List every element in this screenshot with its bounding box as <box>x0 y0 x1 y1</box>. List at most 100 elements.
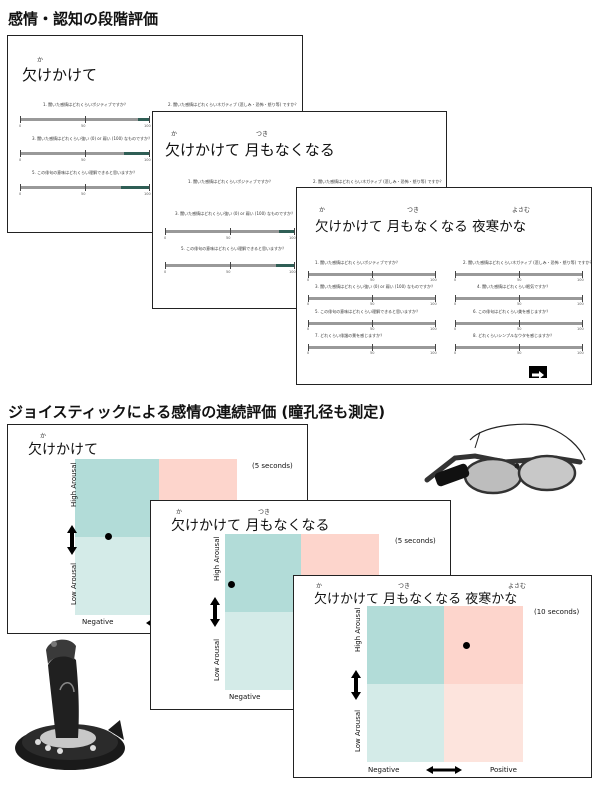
rating-slider[interactable] <box>20 184 150 191</box>
question-5: 5. この俳句の意味はどれくらい理解できると思いますか？ <box>315 309 421 314</box>
ruby-ka: か <box>40 433 47 440</box>
rating-slider[interactable] <box>455 295 583 302</box>
ruby-ka: か <box>171 131 178 138</box>
tick-min: 0 <box>454 302 457 306</box>
tick-min: 0 <box>307 302 310 306</box>
tick-max: 100 <box>430 302 437 306</box>
tick-min: 0 <box>454 327 457 331</box>
rating-slider[interactable] <box>308 295 436 302</box>
high-arousal-label: High Arousal <box>70 462 78 507</box>
duration-label: (5 seconds) <box>395 537 436 545</box>
rating-slider[interactable] <box>455 320 583 327</box>
ruby-ka: か <box>176 509 183 516</box>
high-arousal-label: High Arousal <box>354 607 362 652</box>
section2-title: ジョイスティックによる感情の連続評価 (瞳孔径も測定) <box>8 403 386 421</box>
tick-mid: 50 <box>517 327 522 331</box>
cursor-dot[interactable] <box>105 533 112 540</box>
tick-mid: 50 <box>226 236 231 240</box>
ruby-ka: か <box>316 583 323 590</box>
rating-slider[interactable] <box>455 344 583 351</box>
ruby-ka: か <box>319 207 326 214</box>
tick-max: 100 <box>577 278 584 282</box>
low-arousal-label: Low Arousal <box>213 638 221 681</box>
question-5: 5. この俳句の意味はどれくらい理解できると思いますか？ <box>32 170 138 175</box>
question-1: 1. 聞いた感情はどれくらいポジティブですか？ <box>188 179 273 184</box>
quadrant-low-negative <box>225 612 301 690</box>
ruby-ka: か <box>37 57 44 64</box>
right-arrow-icon <box>532 371 544 379</box>
section1-title: 感情・認知の段階評価 <box>8 10 159 28</box>
duration-label: (5 seconds) <box>252 462 293 470</box>
cursor-dot[interactable] <box>228 581 235 588</box>
high-arousal-label: High Arousal <box>213 536 221 581</box>
question-2: 2. 聞いた感情はどれくらいネガティブ (悲しみ・恐怖・怒り等) ですか？ <box>313 179 444 184</box>
tick-min: 0 <box>454 351 457 355</box>
positive-label: Positive <box>490 766 517 774</box>
tick-mid: 50 <box>370 351 375 355</box>
vertical-double-arrow-icon <box>67 525 77 555</box>
rating-slider[interactable] <box>455 271 583 278</box>
tick-mid: 50 <box>226 270 231 274</box>
rating-slider[interactable] <box>308 320 436 327</box>
rating-slider[interactable] <box>20 150 150 157</box>
question-2: 2. 聞いた感情はどれくらいネガティブ (悲しみ・恐怖・怒り等) ですか？ <box>463 260 594 265</box>
vertical-double-arrow-icon <box>210 597 220 627</box>
tick-min: 0 <box>164 270 167 274</box>
low-arousal-label: Low Arousal <box>354 709 362 752</box>
rating-slider[interactable] <box>308 344 436 351</box>
low-arousal-label: Low Arousal <box>70 562 78 605</box>
tick-mid: 50 <box>81 124 86 128</box>
tick-mid: 50 <box>517 278 522 282</box>
negative-label: Negative <box>368 766 400 774</box>
question-4: 4. 聞いた感情はどれくらい眠気ですか？ <box>477 284 551 289</box>
vertical-double-arrow-icon <box>351 670 361 700</box>
question-5: 5. この俳句の意味はどれくらい理解できると思いますか？ <box>181 246 287 251</box>
quadrant-low-negative <box>75 537 159 615</box>
tick-max: 100 <box>144 158 151 162</box>
tick-mid: 50 <box>517 302 522 306</box>
poem-text: 欠けかけて 月もなくなる 夜寒かな <box>314 592 518 607</box>
question-2: 2. 聞いた感情はどれくらいネガティブ (悲しみ・恐怖・怒り等) ですか？ <box>168 102 299 107</box>
rating-card-3: か つき よさむ 欠けかけて 月もなくなる 夜寒かな 1. 聞いた感情はどれくら… <box>296 187 594 385</box>
eye-tracking-glasses-image <box>424 423 586 495</box>
ruby-yosamu: よさむ <box>508 583 527 590</box>
ruby-yosamu: よさむ <box>512 207 531 214</box>
tick-max: 100 <box>430 327 437 331</box>
quadrant-low-negative <box>367 684 444 762</box>
question-3: 3. 聞いた感情はどれくらい強い (0) or 弱い (100) なものですか？ <box>175 211 295 216</box>
tick-min: 0 <box>19 158 22 162</box>
quadrant-low-positive <box>444 684 523 762</box>
tick-min: 0 <box>307 327 310 331</box>
tick-max: 100 <box>144 124 151 128</box>
question-8: 8. どれくらいシンプルなウタを感じますか？ <box>473 333 554 338</box>
tick-max: 100 <box>577 327 584 331</box>
tick-min: 0 <box>454 278 457 282</box>
quadrant-high-negative <box>367 606 444 684</box>
cursor-dot[interactable] <box>463 642 470 649</box>
duration-label: (10 seconds) <box>534 608 580 616</box>
rating-slider[interactable] <box>308 271 436 278</box>
next-button[interactable] <box>529 366 547 379</box>
question-6: 6. この俳句はどれくらい美を感じますか？ <box>473 309 551 314</box>
question-3: 3. 聞いた感情はどれくらい強い (0) or 弱い (100) なものですか？ <box>315 284 435 289</box>
poem-text: 欠けかけて <box>22 66 98 84</box>
quadrant-high-positive <box>444 606 523 684</box>
horizontal-double-arrow-icon <box>426 766 462 774</box>
joystick-image <box>15 639 125 770</box>
affect-grid-card-3: か つき よさむ 欠けかけて 月もなくなる 夜寒かな (10 seconds) … <box>293 575 592 778</box>
rating-slider[interactable] <box>165 262 295 269</box>
question-1: 1. 聞いた感情はどれくらいポジティブですか？ <box>315 260 400 265</box>
rating-slider[interactable] <box>20 116 150 123</box>
poem-text: 欠けかけて 月もなくなる <box>165 141 335 159</box>
ruby-tsuki: つき <box>258 509 271 516</box>
tick-max: 100 <box>430 278 437 282</box>
tick-mid: 50 <box>370 327 375 331</box>
rating-slider[interactable] <box>165 228 295 235</box>
ruby-tsuki: つき <box>398 583 411 590</box>
poem-text: 欠けかけて <box>28 442 98 458</box>
tick-mid: 50 <box>81 192 86 196</box>
tick-max: 100 <box>289 270 296 274</box>
tick-mid: 50 <box>81 158 86 162</box>
tick-max: 100 <box>577 351 584 355</box>
ruby-tsuki: つき <box>256 131 269 138</box>
